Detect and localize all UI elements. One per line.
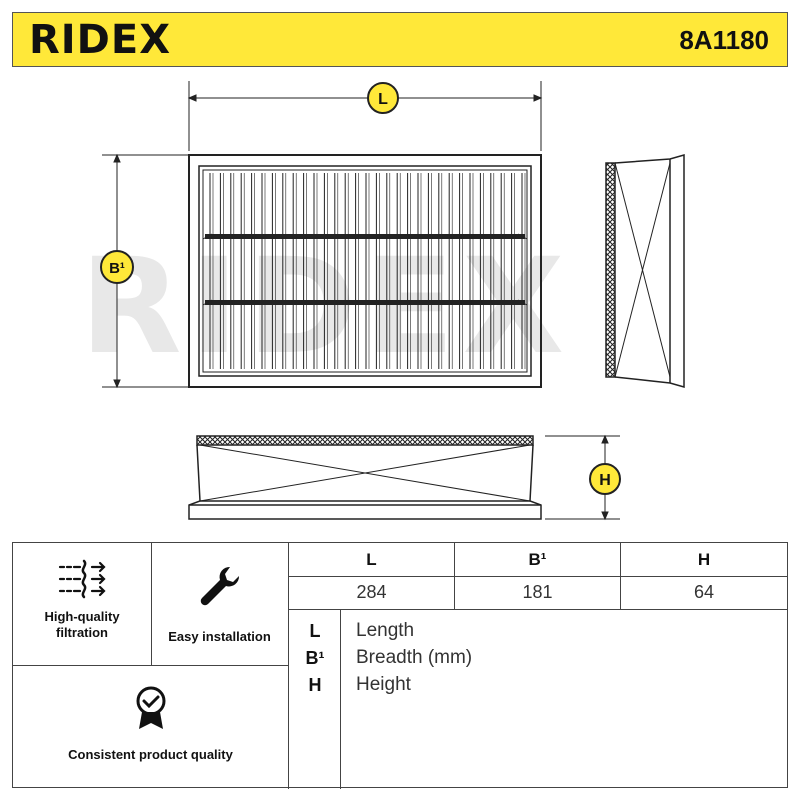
filter-top-view	[188, 154, 542, 388]
legend-text-height: Height	[356, 674, 411, 695]
feature-filtration: High-quality filtration	[13, 557, 151, 641]
feature-installation: Easy installation	[151, 563, 288, 645]
technical-drawing: RIDEX L B¹	[80, 81, 685, 521]
legend-text-breadth: Breadth (mm)	[356, 647, 473, 668]
breadth-marker-label: B¹	[109, 260, 125, 277]
length-marker: L	[367, 82, 399, 114]
feature-filtration-label: High-quality filtration	[44, 609, 120, 640]
brand-logo: RIDEX	[29, 17, 172, 63]
watermark-logo: RIDEX	[80, 230, 572, 384]
legend-key-length: L	[309, 621, 321, 641]
filtration-arrows-icon	[58, 559, 106, 599]
dim-header-length: L	[366, 550, 377, 569]
info-grid: High-quality filtration Easy installatio…	[12, 542, 788, 789]
dim-header-height: H	[697, 550, 711, 569]
part-number: 8A1180	[679, 25, 769, 55]
legend: L Length B¹ Breadth (mm) H Height	[289, 609, 787, 787]
feature-quality: Consistent product quality	[13, 685, 288, 763]
dim-header-breadth: B¹	[528, 550, 547, 569]
filter-side-view	[605, 154, 685, 388]
header-bar: RIDEX 8A1180	[12, 12, 788, 67]
wrench-icon	[200, 566, 239, 606]
length-marker-label: L	[378, 91, 388, 108]
height-marker-label: H	[599, 472, 611, 489]
dim-value-breadth: 181	[522, 582, 553, 602]
legend-key-breadth: B¹	[305, 648, 325, 668]
dim-value-height: 64	[693, 582, 715, 602]
legend-key-height: H	[308, 675, 322, 695]
dim-value-length: 284	[356, 582, 387, 602]
length-dimension	[187, 81, 543, 151]
height-marker: H	[589, 463, 621, 495]
legend-text-length: Length	[356, 620, 415, 641]
feature-quality-label: Consistent product quality	[68, 747, 233, 762]
breadth-marker: B¹	[100, 250, 134, 284]
feature-installation-label: Easy installation	[168, 629, 271, 644]
quality-badge-check-icon	[136, 686, 165, 729]
filter-front-view	[188, 435, 542, 520]
